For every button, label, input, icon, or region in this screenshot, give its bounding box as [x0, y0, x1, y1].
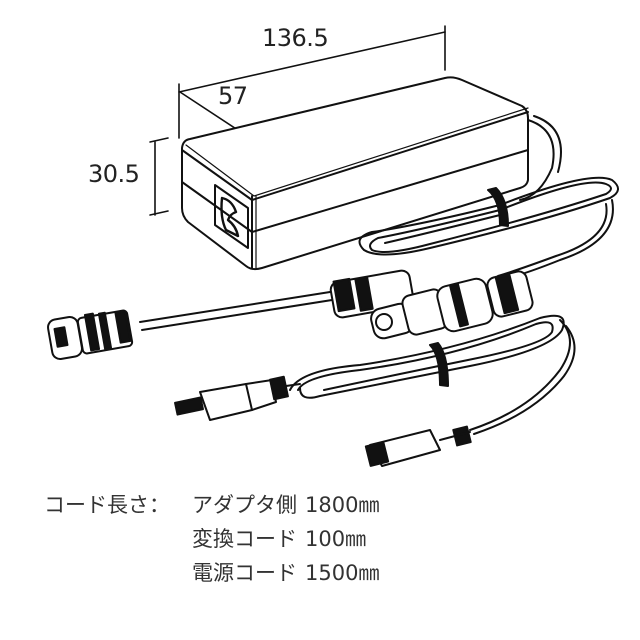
- spec-name: 電源コード: [192, 561, 297, 585]
- spec-name: アダプタ側: [192, 493, 297, 517]
- dimension-height-label: 30.5: [88, 160, 140, 188]
- spec-value: 1800㎜: [305, 493, 380, 517]
- spec-row-conversion-cord: 変換コード 100㎜: [44, 522, 379, 556]
- adapter-body: [181, 76, 529, 271]
- spec-value: 1500㎜: [305, 561, 380, 585]
- dimension-length-label: 136.5: [262, 24, 329, 52]
- spec-row-power-cord: 電源コード 1500㎜: [44, 556, 379, 590]
- power-cord-coil: [174, 314, 576, 467]
- spec-row-adapter-side: コード長さ： アダプタ側 1800㎜: [44, 488, 379, 522]
- spec-name: 変換コード: [192, 527, 297, 551]
- dc-output-cable: [47, 291, 333, 361]
- conversion-cord: [329, 269, 534, 340]
- spec-prefix-label: コード長さ：: [44, 493, 170, 517]
- ac-adapter-illustration: [47, 25, 619, 467]
- dimension-depth-label: 57: [218, 82, 248, 110]
- spec-value: 100㎜: [305, 527, 367, 551]
- cord-length-specs: コード長さ： アダプタ側 1800㎜ 変換コード 100㎜ 電源コード 1500㎜: [44, 488, 379, 590]
